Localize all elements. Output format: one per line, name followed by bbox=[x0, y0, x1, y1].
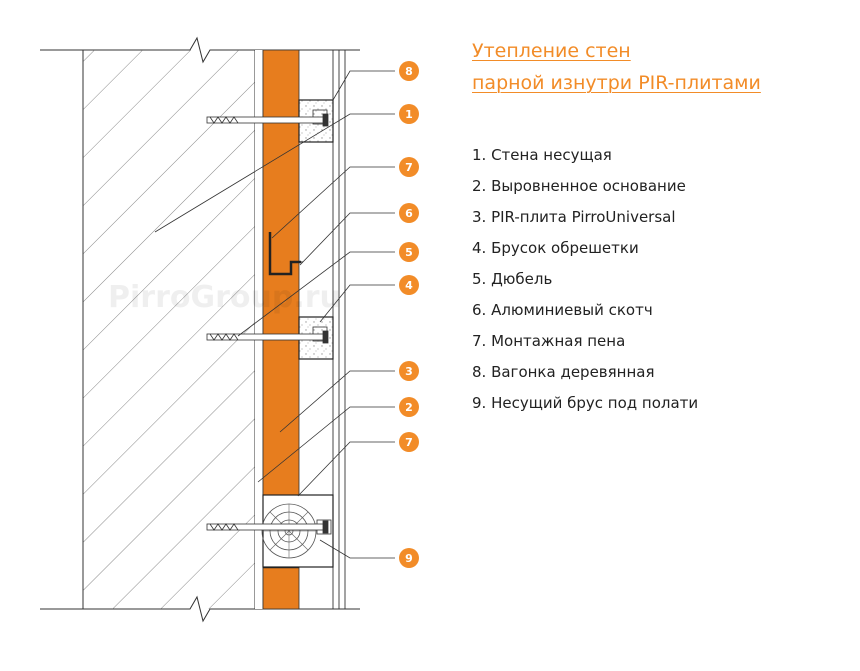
callout-badge: 6 bbox=[399, 203, 419, 223]
callout-badge: 8 bbox=[399, 61, 419, 81]
svg-text:7: 7 bbox=[405, 161, 413, 174]
callout-badge: 7 bbox=[399, 157, 419, 177]
leader-1 bbox=[154, 113, 395, 233]
svg-text:2: 2 bbox=[405, 401, 413, 414]
svg-text:1: 1 bbox=[405, 108, 413, 121]
leader-7b bbox=[297, 441, 395, 497]
legend-item: 9. Несущий брус под полати bbox=[472, 394, 699, 412]
svg-text:6: 6 bbox=[405, 207, 413, 220]
svg-text:7: 7 bbox=[405, 436, 413, 449]
callout-badge: 7 bbox=[399, 432, 419, 452]
dowel-bottom bbox=[206, 520, 329, 534]
leader-2 bbox=[257, 406, 395, 483]
wood-lining bbox=[332, 50, 346, 609]
dowel-middle bbox=[206, 330, 329, 344]
legend-item: 3. PIR-плита PirroUniversal bbox=[472, 208, 676, 226]
leader-6 bbox=[299, 212, 395, 266]
title-line-2: парной изнутри PIR-плитами bbox=[472, 72, 761, 94]
callout-badge: 3 bbox=[399, 361, 419, 381]
dowel-anchors bbox=[206, 113, 329, 534]
svg-text:5: 5 bbox=[405, 246, 413, 259]
legend-item: 1. Стена несущая bbox=[472, 146, 612, 164]
legend-item: 4. Брусок обрешетки bbox=[472, 239, 639, 257]
callout-badge: 2 bbox=[399, 397, 419, 417]
svg-text:8: 8 bbox=[405, 65, 413, 78]
callout-badge: 1 bbox=[399, 104, 419, 124]
callout-badge: 5 bbox=[399, 242, 419, 262]
leader-lines bbox=[154, 70, 395, 559]
dowel-top bbox=[206, 113, 329, 127]
leader-4 bbox=[319, 284, 395, 323]
svg-text:4: 4 bbox=[405, 279, 413, 292]
legend-list: 1. Стена несущая 2. Выровненное основани… bbox=[472, 140, 698, 419]
legend-item: 8. Вагонка деревянная bbox=[472, 363, 655, 381]
leader-9 bbox=[319, 539, 395, 559]
leader-5 bbox=[237, 251, 395, 337]
leader-8 bbox=[332, 70, 395, 101]
svg-text:3: 3 bbox=[405, 365, 413, 378]
leader-7a bbox=[271, 166, 395, 239]
legend-item: 2. Выровненное основание bbox=[472, 177, 686, 195]
legend-item: 5. Дюбель bbox=[472, 270, 553, 288]
leader-3 bbox=[279, 370, 395, 433]
legend-item: 6. Алюминиевый скотч bbox=[472, 301, 653, 319]
watermark: PirroGroup.ru bbox=[108, 280, 341, 315]
callout-badge: 9 bbox=[399, 548, 419, 568]
bench-support-beam bbox=[261, 494, 334, 568]
callout-badge: 4 bbox=[399, 275, 419, 295]
svg-text:9: 9 bbox=[405, 552, 413, 565]
callout-badges: 8 1 7 6 5 4 3 2 bbox=[399, 61, 419, 568]
bearing-wall bbox=[82, 50, 256, 609]
legend-item: 7. Монтажная пена bbox=[472, 332, 626, 350]
title-line-1: Утепление стен bbox=[472, 40, 631, 62]
